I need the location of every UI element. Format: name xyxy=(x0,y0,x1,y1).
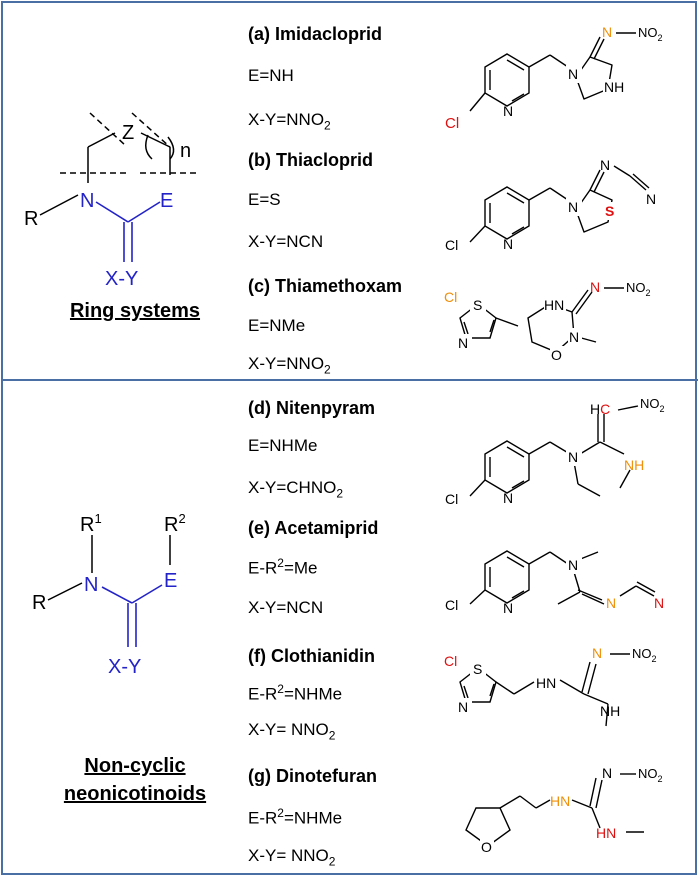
thiacloprid-structure: Cl N N S N N xyxy=(445,157,656,253)
thiamethoxam-cl: Cl xyxy=(444,289,457,305)
svg-text:NO2: NO2 xyxy=(632,646,657,664)
svg-text:N: N xyxy=(602,765,612,781)
imidacloprid-structure: Cl N N NH N NO2 xyxy=(445,24,663,132)
imidacloprid-n-orange: N xyxy=(602,24,612,40)
scaffold-r: R xyxy=(24,208,38,230)
compound-a-name: (a) Imidacloprid xyxy=(248,24,383,44)
thiamethoxam-n-red: N xyxy=(590,279,600,295)
section-divider xyxy=(1,379,698,381)
svg-text:N: N xyxy=(503,490,513,506)
svg-text:NO2: NO2 xyxy=(638,25,663,43)
svg-text:N: N xyxy=(503,103,513,119)
compound-e-name: (e) Acetamiprid xyxy=(248,518,379,538)
compound-a-e: E=NH xyxy=(248,66,294,85)
svg-text:NH: NH xyxy=(600,703,620,719)
ring-systems-heading: Ring systems xyxy=(69,300,201,322)
svg-text:S: S xyxy=(473,661,482,677)
compound-d-xy: X-Y=CHNO2 xyxy=(248,478,344,501)
svg-text:Cl: Cl xyxy=(445,237,458,253)
svg-text:N: N xyxy=(458,699,468,715)
svg-text:NH: NH xyxy=(604,79,624,95)
svg-text:R2: R2 xyxy=(164,511,186,536)
scaffold-z: Z xyxy=(122,122,134,144)
svg-text:NO2: NO2 xyxy=(626,280,651,298)
scaffold-n: N xyxy=(80,190,94,212)
compound-e-e: E-R2=Me xyxy=(248,556,318,578)
noncyclic-n: N xyxy=(84,574,98,596)
dinotefuran-hn-orange: HN xyxy=(550,793,570,809)
compound-g-name: (g) Dinotefuran xyxy=(248,766,377,786)
nitenpyram-c-red: C xyxy=(600,401,610,417)
svg-text:N: N xyxy=(568,199,578,215)
svg-text:HC: HC xyxy=(590,401,610,417)
compound-a-xy: X-Y=NNO2 xyxy=(248,110,331,133)
thiamethoxam-structure: Cl S N HN N O N NO2 xyxy=(444,279,651,363)
imidacloprid-cl: Cl xyxy=(445,115,459,132)
svg-text:HN: HN xyxy=(536,675,556,691)
compound-g-e: E-R2=NHMe xyxy=(248,806,343,828)
compound-d-name: (d) Nitenpyram xyxy=(248,398,376,418)
compound-f-e: E-R2=NHMe xyxy=(248,682,343,704)
acetamiprid-n-orange: N xyxy=(606,595,616,611)
compound-b-xy: X-Y=NCN xyxy=(248,232,324,251)
svg-text:N: N xyxy=(568,66,578,82)
noncyclic-scaffold: R1 R2 R N E X-Y xyxy=(32,511,186,678)
svg-text:NO2: NO2 xyxy=(640,396,665,414)
svg-text:N: N xyxy=(569,329,579,345)
compound-c-name: (c) Thiamethoxam xyxy=(248,276,403,296)
svg-text:O: O xyxy=(551,347,562,363)
noncyclic-heading: Non-cyclic neonicotinoids xyxy=(40,752,230,808)
acetamiprid-n-red: N xyxy=(654,595,664,611)
svg-text:N: N xyxy=(568,557,578,573)
compound-c-xy: X-Y=NNO2 xyxy=(248,354,331,377)
noncyclic-r: R xyxy=(32,592,46,614)
svg-text:S: S xyxy=(473,297,482,313)
noncyclic-e: E xyxy=(164,570,177,592)
noncyclic-r1: R xyxy=(80,514,94,536)
clothianidin-cl: Cl xyxy=(444,653,457,669)
svg-text:R1: R1 xyxy=(80,511,102,536)
noncyclic-r2: R xyxy=(164,514,178,536)
thiacloprid-s: S xyxy=(605,203,614,219)
svg-text:N: N xyxy=(600,157,610,173)
nitenpyram-nh-orange: NH xyxy=(624,457,644,473)
scaffold-xy: X-Y xyxy=(105,268,138,290)
noncyclic-heading-line1: Non-cyclic xyxy=(84,755,186,777)
compound-f-name: (f) Clothianidin xyxy=(248,646,375,666)
compound-g-xy: X-Y= NNO2 xyxy=(248,846,336,869)
dinotefuran-hn-red: HN xyxy=(596,825,616,841)
compound-f-xy: X-Y= NNO2 xyxy=(248,720,336,743)
compound-b-name: (b) Thiacloprid xyxy=(248,150,373,170)
clothianidin-n-orange: N xyxy=(592,645,602,661)
scaffold-n-index: n xyxy=(180,140,191,162)
svg-text:HN: HN xyxy=(544,297,564,313)
dinotefuran-structure: O HN HN N NO2 xyxy=(465,765,663,855)
clothianidin-structure: Cl S N HN NH N NO2 xyxy=(444,645,657,727)
svg-text:N: N xyxy=(568,449,578,465)
svg-text:N: N xyxy=(503,236,513,252)
svg-text:O: O xyxy=(481,839,492,855)
svg-text:N: N xyxy=(458,335,468,351)
compound-e-xy: X-Y=NCN xyxy=(248,598,324,617)
noncyclic-xy: X-Y xyxy=(108,656,141,678)
noncyclic-heading-line2: neonicotinoids xyxy=(63,783,207,805)
compound-d-e: E=NHMe xyxy=(248,436,318,455)
svg-text:NO2: NO2 xyxy=(638,766,663,784)
compound-b-e: E=S xyxy=(248,190,281,209)
svg-text:Cl: Cl xyxy=(445,491,458,507)
scaffold-e: E xyxy=(160,190,173,212)
ring-scaffold: R N E Z n X-Y xyxy=(24,112,200,290)
svg-text:Cl: Cl xyxy=(445,597,458,613)
nitenpyram-structure: Cl N N HC NO2 NH xyxy=(445,396,665,507)
noncyclic-r2-sup: 2 xyxy=(178,511,185,526)
acetamiprid-structure: Cl N N N N xyxy=(445,550,664,616)
svg-text:N: N xyxy=(503,600,513,616)
svg-text:N: N xyxy=(646,191,656,207)
compound-c-e: E=NMe xyxy=(248,316,306,335)
noncyclic-r1-sup: 1 xyxy=(94,511,101,526)
